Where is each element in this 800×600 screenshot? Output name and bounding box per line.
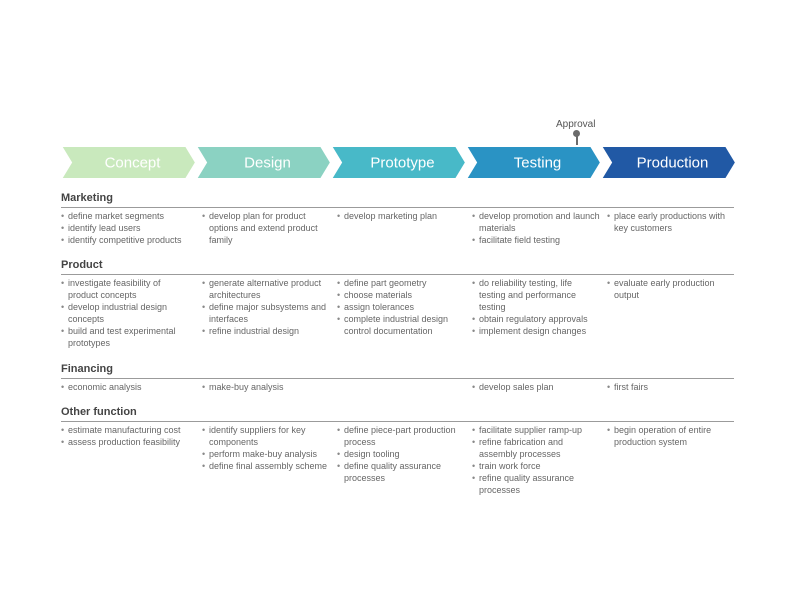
activity-column-production: first fairs [607, 381, 735, 393]
approval-marker-dot [573, 130, 580, 137]
section-product: Product investigate feasibility of produc… [61, 258, 734, 348]
activity-item: choose materials [337, 289, 465, 301]
section-title: Other function [61, 406, 137, 418]
activity-item: define final assembly scheme [202, 460, 330, 472]
activity-column-testing: develop promotion and launch materialsfa… [472, 210, 600, 246]
stage-chevron-prototype [329, 145, 468, 180]
activity-column-production: evaluate early production output [607, 277, 735, 301]
stage-chevron-design [194, 145, 333, 180]
activity-item: develop industrial design concepts [61, 301, 189, 325]
activity-item: develop sales plan [472, 381, 600, 393]
section-divider [61, 207, 734, 208]
stage-label-testing: Testing [514, 155, 562, 172]
stage-chevron-concept [59, 145, 198, 180]
activity-item: begin operation of entire production sys… [607, 424, 735, 448]
activity-item: define major subsystems and interfaces [202, 301, 330, 325]
activity-item: generate alternative product architectur… [202, 277, 330, 301]
activity-item: define piece-part production process [337, 424, 465, 448]
activity-item: build and test experimental prototypes [61, 325, 189, 349]
activity-item: assess production feasibility [61, 436, 189, 448]
section-divider [61, 421, 734, 422]
stage-label-design: Design [244, 155, 291, 172]
activity-item: identify lead users [61, 222, 189, 234]
activity-item: evaluate early production output [607, 277, 735, 301]
activity-item: obtain regulatory approvals [472, 313, 600, 325]
activity-item: develop promotion and launch materials [472, 210, 600, 234]
approval-label: Approval [556, 119, 596, 130]
activity-column-testing: develop sales plan [472, 381, 600, 393]
section-financing: Financing economic analysis make-buy analy… [61, 362, 734, 393]
activity-column-testing: do reliability testing, life testing and… [472, 277, 600, 337]
section-marketing: Marketingdefine market segmentsidentify … [61, 191, 734, 246]
activity-item: place early productions with key custome… [607, 210, 735, 234]
activity-item: economic analysis [61, 381, 189, 393]
activity-item: develop marketing plan [337, 210, 465, 222]
section-divider [61, 274, 734, 275]
activity-item: develop plan for product options and ext… [202, 210, 330, 246]
activity-item: facilitate field testing [472, 234, 600, 246]
section-title: Marketing [61, 192, 113, 204]
activity-item: do reliability testing, life testing and… [472, 277, 600, 313]
activity-column-concept: economic analysis [61, 381, 189, 393]
activity-column-concept: investigate feasibility of product conce… [61, 277, 189, 349]
activity-item: assign tolerances [337, 301, 465, 313]
stage-chevron-testing [464, 145, 603, 180]
stage-label-prototype: Prototype [370, 155, 434, 172]
activity-item: design tooling [337, 448, 465, 460]
activity-item: define part geometry [337, 277, 465, 289]
activity-item: perform make-buy analysis [202, 448, 330, 460]
activity-item: define market segments [61, 210, 189, 222]
activity-column-production: begin operation of entire production sys… [607, 424, 735, 448]
activity-item: define quality assurance processes [337, 460, 465, 484]
activity-item: identify suppliers for key components [202, 424, 330, 448]
activity-item: complete industrial design control docum… [337, 313, 465, 337]
activity-item: refine fabrication and assembly processe… [472, 436, 600, 460]
section-title: Financing [61, 363, 113, 375]
activity-item: refine quality assurance processes [472, 472, 600, 496]
activity-column-design: identify suppliers for key componentsper… [202, 424, 330, 472]
section-divider [61, 378, 734, 379]
approval-marker-line [576, 134, 578, 149]
activity-column-testing: facilitate supplier ramp-uprefine fabric… [472, 424, 600, 496]
activity-item: facilitate supplier ramp-up [472, 424, 600, 436]
activity-item: refine industrial design [202, 325, 330, 337]
activity-item: estimate manufacturing cost [61, 424, 189, 436]
stage-label-concept: Concept [105, 155, 162, 172]
activity-column-prototype: develop marketing plan [337, 210, 465, 222]
activity-item: implement design changes [472, 325, 600, 337]
stage-chevron-production [599, 145, 738, 180]
activity-column-concept: estimate manufacturing costassess produc… [61, 424, 189, 448]
activity-column-concept: define market segmentsidentify lead user… [61, 210, 189, 246]
activity-item: first fairs [607, 381, 735, 393]
activity-item: identify competitive products [61, 234, 189, 246]
activity-column-design: make-buy analysis [202, 381, 330, 393]
stage-label-production: Production [637, 155, 709, 172]
section-other-function: Other function estimate manufacturing cos… [61, 405, 734, 495]
activity-column-design: generate alternative product architectur… [202, 277, 330, 337]
activity-column-production: place early productions with key custome… [607, 210, 735, 234]
activity-item: investigate feasibility of product conce… [61, 277, 189, 301]
activity-column-prototype: define piece-part production processdesi… [337, 424, 465, 484]
stage-chevrons: Concept Design Prototype Testing Production [59, 145, 738, 180]
activity-item: make-buy analysis [202, 381, 330, 393]
section-title: Product [61, 259, 103, 271]
activity-item: train work force [472, 460, 600, 472]
activity-column-prototype: define part geometrychoose materialsassi… [337, 277, 465, 337]
activity-column-design: develop plan for product options and ext… [202, 210, 330, 246]
